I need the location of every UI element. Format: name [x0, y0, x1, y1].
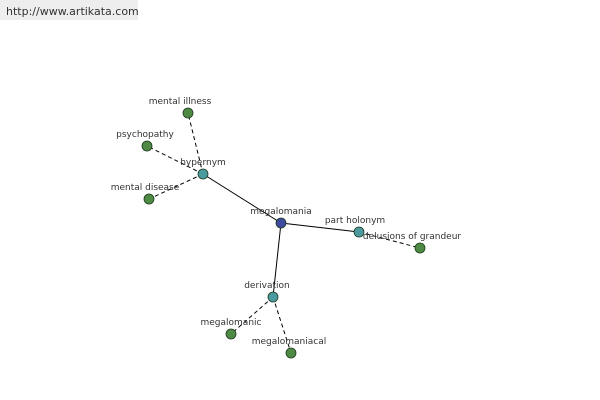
edge-part-holonym-delusions-of-grandeur	[358, 231, 421, 249]
node-circle-psychopathy[interactable]	[141, 140, 153, 152]
node-circle-hypernym[interactable]	[197, 168, 209, 180]
node-mental-disease[interactable]: mental disease	[111, 183, 180, 205]
node-label-mental-illness[interactable]: mental illness	[149, 97, 212, 107]
node-label-psychopathy[interactable]: psychopathy	[116, 130, 174, 140]
edge-hypernym-mental-illness	[187, 112, 204, 175]
node-label-delusions-of-grandeur[interactable]: delusions of grandeur	[363, 232, 462, 242]
edge-hypernym-mental-disease	[148, 173, 204, 200]
node-megalomaniacal[interactable]: megalomaniacal	[252, 337, 327, 359]
node-label-mental-disease[interactable]: mental disease	[111, 183, 180, 193]
node-circle-megalomanic[interactable]	[225, 328, 237, 340]
node-megalomanic[interactable]: megalomanic	[201, 318, 262, 340]
node-circle-delusions-of-grandeur[interactable]	[414, 242, 426, 254]
site-url[interactable]: http://www.artikata.com	[6, 5, 139, 18]
edge-derivation-megalomanic	[230, 296, 274, 335]
node-label-megalomania[interactable]: megalomania	[250, 207, 312, 217]
node-label-part-holonym[interactable]: part holonym	[325, 216, 385, 226]
node-label-megalomanic[interactable]: megalomanic	[201, 318, 262, 328]
node-label-megalomaniacal[interactable]: megalomaniacal	[252, 337, 327, 347]
node-part-holonym[interactable]: part holonym	[325, 216, 385, 238]
node-megalomania[interactable]: megalomania	[250, 207, 312, 229]
node-psychopathy[interactable]: psychopathy	[116, 130, 175, 152]
node-circle-derivation[interactable]	[267, 291, 279, 303]
edge-megalomania-derivation	[272, 222, 282, 298]
node-circle-megalomaniacal[interactable]	[285, 347, 297, 359]
graph-edges	[146, 112, 421, 354]
edge-derivation-megalomaniacal	[272, 296, 292, 354]
graph-nodes: megalomania hypernym part holonym derivatio…	[111, 97, 462, 359]
edge-megalomania-part-holonym	[280, 222, 360, 233]
node-hypernym[interactable]: hypernym	[180, 158, 226, 180]
node-derivation[interactable]: derivation	[244, 281, 290, 303]
node-circle-mental-disease[interactable]	[143, 193, 155, 205]
node-circle-megalomania[interactable]	[275, 217, 287, 229]
node-delusions-of-grandeur[interactable]: delusions of grandeur	[363, 232, 462, 254]
node-label-derivation[interactable]: derivation	[244, 281, 290, 291]
edge-hypernym-psychopathy	[146, 145, 204, 175]
edge-megalomania-hypernym	[202, 173, 282, 224]
node-label-hypernym[interactable]: hypernym	[180, 158, 226, 168]
url-banner: http://www.artikata.com	[0, 0, 139, 20]
node-circle-mental-illness[interactable]	[182, 107, 194, 119]
node-mental-illness[interactable]: mental illness	[149, 97, 212, 119]
node-circle-part-holonym[interactable]	[353, 226, 365, 238]
